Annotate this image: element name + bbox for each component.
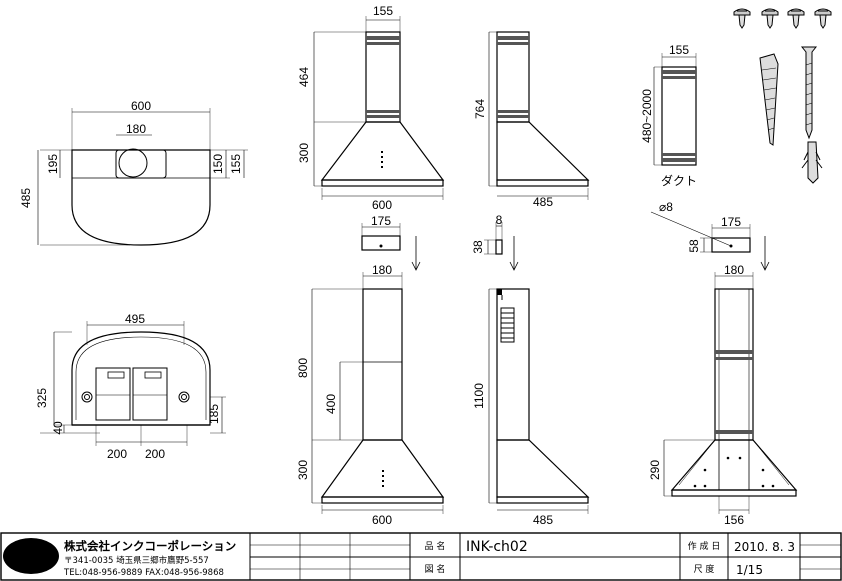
section-view-large xyxy=(663,272,798,514)
bottom-view-height-dim: 325 xyxy=(35,388,49,408)
duct-label: ダクト xyxy=(661,173,697,188)
front-large-hood-width-dim: 600 xyxy=(372,513,392,527)
company-address: 〒341-0035 埼玉県三郷市鷹野5-557 xyxy=(64,555,209,566)
company-name: 株式会社インクコーポレーション xyxy=(64,539,236,553)
duct-part xyxy=(653,53,697,166)
product-name-label: 品 名 xyxy=(425,540,446,552)
front-large-chimney-height-dim: 800 xyxy=(296,358,310,378)
created-date-label: 作 成 日 xyxy=(688,540,721,552)
bottom-view xyxy=(40,321,226,446)
logo-badge xyxy=(3,538,59,574)
section-large-bottom-width-dim: 156 xyxy=(724,513,744,527)
top-view-width-dim: 600 xyxy=(131,99,151,113)
company-logo: inkc. jp xyxy=(15,552,48,562)
duct-width-dim: 155 xyxy=(669,43,689,57)
top-view-depth-b-dim: 155 xyxy=(229,154,243,174)
side-large-total-height-dim: 1100 xyxy=(472,383,486,409)
front-small-hood-height-dim: 300 xyxy=(297,143,311,163)
bottom-view-span-right-dim: 200 xyxy=(145,447,165,461)
front-view-large xyxy=(311,272,445,514)
scale-value: 1/15 xyxy=(736,563,763,577)
side-bracket xyxy=(484,222,519,271)
side-view-small xyxy=(488,31,590,200)
right-bracket-hole-dim: ⌀8 xyxy=(659,200,673,214)
bottom-view-width-dim: 495 xyxy=(125,312,145,326)
side-large-depth-dim: 485 xyxy=(533,513,553,527)
front-bracket xyxy=(361,223,421,271)
right-bracket-height-dim: 58 xyxy=(687,239,701,253)
front-small-chimney-width-dim: 155 xyxy=(373,4,393,18)
title-block xyxy=(0,532,842,581)
top-view-depth-dim: 485 xyxy=(19,188,33,208)
section-large-hood-height-dim: 290 xyxy=(648,460,662,480)
side-view-large xyxy=(488,288,590,514)
bottom-view-span-left-dim: 200 xyxy=(107,447,127,461)
wall-anchor xyxy=(801,141,823,184)
duct-length-dim: 480~2000 xyxy=(640,89,654,143)
bottom-view-mount-height-dim: 185 xyxy=(207,404,221,424)
top-view-depth-a-dim: 150 xyxy=(211,154,225,174)
front-small-hood-width-dim: 600 xyxy=(372,198,392,212)
top-view-front-depth-dim: 195 xyxy=(46,154,60,174)
company-contact: TEL:048-956-9889 FAX:048-956-9868 xyxy=(63,568,224,578)
top-view-duct-dim: 180 xyxy=(126,122,146,136)
section-large-chimney-width-dim: 180 xyxy=(724,263,744,277)
side-bracket-height-dim: 38 xyxy=(471,240,485,254)
bottom-view-offset-dim: 40 xyxy=(51,421,65,435)
front-view-small xyxy=(313,16,445,200)
front-large-chimney-width-dim: 180 xyxy=(372,263,392,277)
side-bracket-thickness-dim: 8 xyxy=(496,213,503,227)
front-large-hood-height-dim: 300 xyxy=(296,460,310,480)
drawing-name-label: 図 名 xyxy=(425,563,446,575)
screw-heads xyxy=(733,8,832,29)
side-small-total-height-dim: 764 xyxy=(473,99,487,119)
scale-label: 尺 度 xyxy=(694,563,715,575)
front-small-chimney-height-dim: 464 xyxy=(297,67,311,87)
top-view xyxy=(37,108,248,246)
front-large-inner-height-dim: 400 xyxy=(324,394,338,414)
long-screws xyxy=(759,46,818,146)
product-name-value: INK-ch02 xyxy=(466,539,528,555)
created-date-value: 2010. 8. 3 xyxy=(734,540,795,554)
front-bracket-width-dim: 175 xyxy=(371,214,391,228)
right-bracket-width-dim: 175 xyxy=(721,215,741,229)
right-bracket xyxy=(650,211,770,271)
side-small-depth-dim: 485 xyxy=(533,195,553,209)
